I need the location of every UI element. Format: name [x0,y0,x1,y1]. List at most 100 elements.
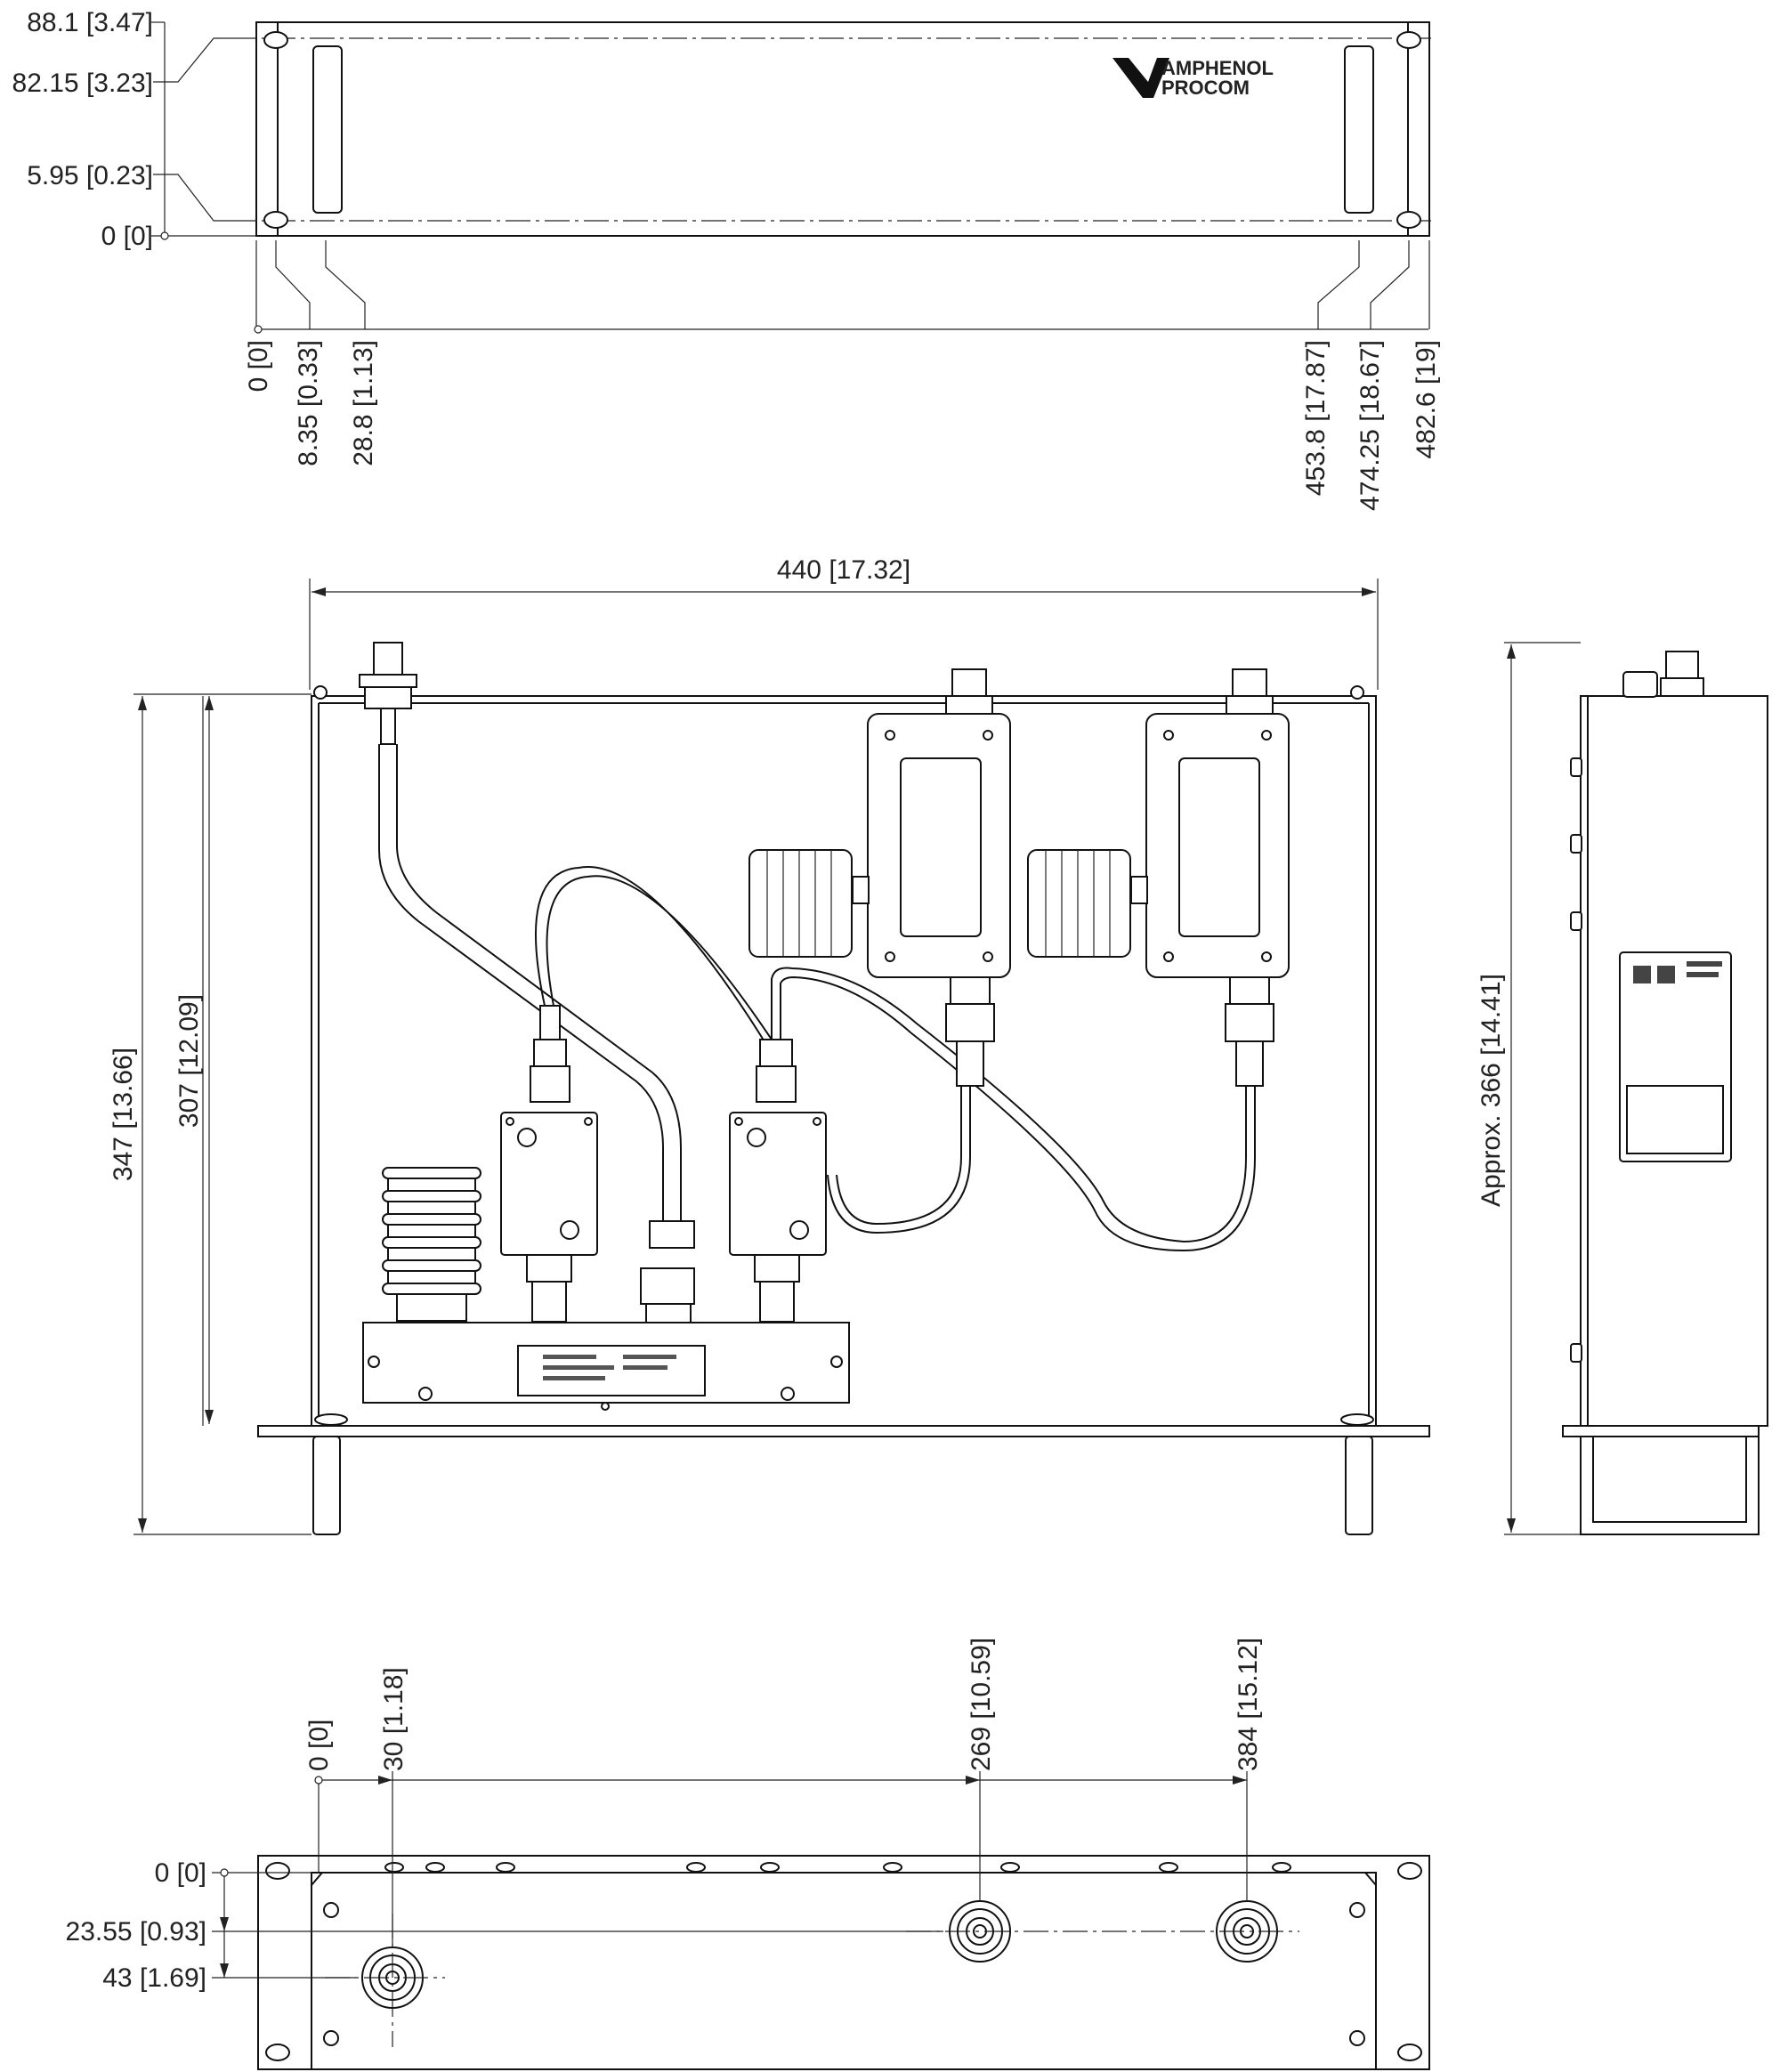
rear-screw [323,2030,339,2046]
amphenol-logo: AMPHENOL PROCOM [1112,57,1274,99]
circulator-2-screw [1261,730,1272,741]
circulator-1-bottom-connector [945,1003,995,1042]
load-heatsink-lower [382,1167,481,1322]
logo-mark-icon [1112,58,1169,98]
side-handle-inner [1592,1436,1747,1523]
filter-2-top-connector [756,1065,797,1103]
mount-hole-bottom-right [1396,211,1421,229]
rear-screw [323,1902,339,1918]
circulator-2-screw [1163,730,1174,741]
label-text-line [623,1365,668,1370]
front-width-dim-label: 28.8 [1.13] [349,340,378,466]
circulator-1-bottom-body [950,976,991,1005]
circulator-1-output-nut [945,695,993,715]
circulator-2-screw [1261,951,1272,962]
rear-view: 0 [0]30 [1.18]269 [10.59]384 [15.12] 0 [… [66,1638,1430,2070]
origin-marker [314,1776,323,1785]
front-width-dim-label: 453.8 [17.87] [1301,340,1331,496]
mount-hole [265,1862,290,1880]
origin-marker [220,1868,229,1877]
front-handle-left [312,45,343,214]
circulator-2-screw [1163,951,1174,962]
side-bump [1570,834,1582,854]
origin-marker [254,325,263,334]
mount-hole-bottom-left [263,211,288,229]
circulator-2-cable-end [1235,1040,1264,1087]
height-dim-leader [153,174,231,222]
side-connector [1622,671,1658,698]
load-heatsink-2 [1027,849,1131,958]
screw [1350,685,1364,700]
front-width-dim-label: 0 [0] [244,340,273,392]
front-width-dim-label: 8.35 [0.33] [294,340,323,466]
filter-1-bottom-nut [526,1254,572,1283]
label-text-line [543,1355,596,1359]
depth-outer-label: 347 [13.66] [109,1048,138,1181]
load-heatsink-1 [748,849,853,958]
dim-arrow-icon [220,1917,229,1978]
filter-module-1 [500,1112,598,1256]
input-connector-body [380,708,396,745]
rear-horizontal-dim-label: 30 [1.18] [379,1667,409,1771]
filter-1-screw [517,1128,537,1147]
front-panel-outline [255,21,1430,237]
circulator-2-side-port [1130,876,1148,904]
center-connector-nut [640,1267,695,1305]
filter-2-top-nut [759,1039,793,1067]
combiner-label [517,1345,706,1396]
center-connector-body [645,1303,692,1324]
height-dim-leader [153,37,231,83]
filter-2-screw [789,1220,809,1240]
flex-cable [836,1086,962,1226]
logo-line-2: PROCOM [1161,77,1250,99]
filter-1-corner-screw [506,1117,514,1126]
label-text-line [1687,972,1719,977]
filter-1-cable-end [539,1005,561,1040]
width-dim-leader [275,240,311,329]
top-width-label: 440 [17.32] [777,555,910,585]
front-panel-edge [257,1425,1430,1437]
circulator-1-screw [885,730,895,741]
side-bump [1570,757,1582,777]
side-view: Approx. 366 [14.41] [1477,642,1768,1535]
circulator-1-screw [983,730,993,741]
mount-hole [1397,2044,1422,2061]
flex-cable [780,975,1256,1252]
circulator-2-bottom-body [1229,976,1270,1005]
manifold-screw [781,1387,795,1401]
front-handle-left [312,1436,341,1535]
origin-marker [160,231,169,240]
side-connector [1665,651,1699,679]
screw [313,685,328,700]
filter-module-2 [729,1112,827,1256]
qr-code-icon [1657,966,1675,983]
qr-code-icon [1633,966,1651,983]
circulator-1-side-port [852,876,870,904]
rear-chassis-chamfer [311,1872,1377,1886]
front-height-dim-label: 82.15 [3.23] [12,69,153,98]
label-text-line [1687,961,1722,967]
filter-1-top-nut [533,1039,567,1067]
input-connector-nut [359,674,417,688]
side-label-table [1626,1085,1724,1154]
mount-hole-top-left [263,31,288,49]
front-height-dim-label: 0 [0] [101,222,153,251]
filter-1-screw [560,1220,579,1240]
rear-horizontal-dim-label: 384 [15.12] [1234,1638,1263,1771]
front-width-dim-label: 474.25 [18.67] [1355,340,1385,511]
flex-cable [827,1086,971,1234]
circulator-2-label [1178,757,1260,937]
logo-line-1: AMPHENOL [1161,57,1274,79]
side-depth-label: Approx. 366 [14.41] [1477,974,1506,1207]
mount-hole [1397,1862,1422,1880]
manifold-screw [601,1402,610,1411]
semi-rigid-cable [378,744,664,1221]
side-bump [1570,1343,1582,1363]
rear-horizontal-dim-label: 269 [10.59] [967,1638,996,1771]
circulator-2-output-nut [1226,695,1274,715]
filter-2-bottom-connector [759,1281,795,1323]
circulator-1-cable-end [956,1040,984,1087]
flex-cable [546,875,780,1051]
rear-vertical-dim-label: 0 [0] [155,1858,206,1888]
